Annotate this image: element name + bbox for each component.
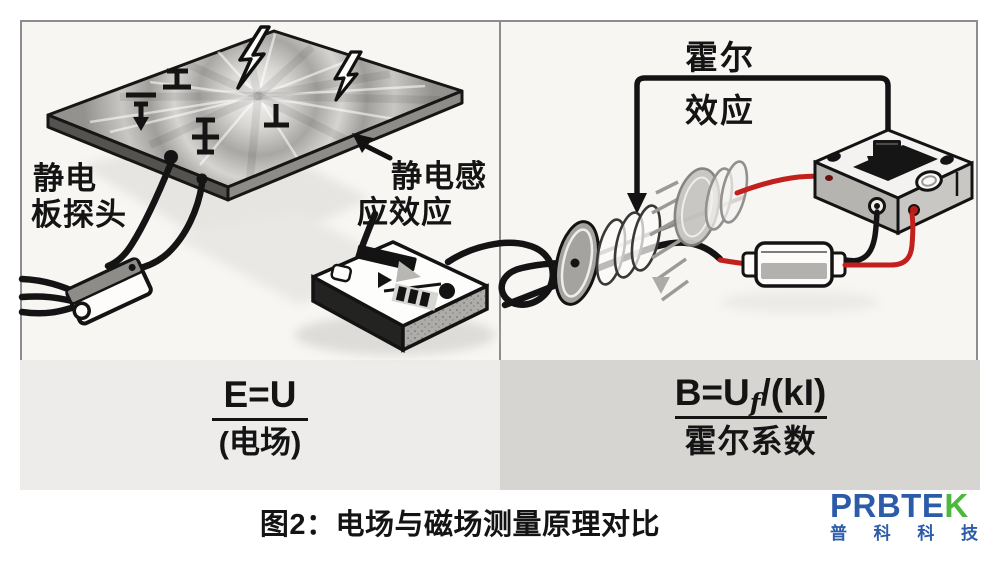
brand-accent-letter: K (944, 487, 969, 524)
figure-caption: 图2：电场与磁场测量原理对比 (259, 509, 661, 541)
hall-label-line1: 霍尔 (685, 39, 755, 76)
magnetic-field-formula: B=Uf/(kI) 霍尔系数 (648, 374, 853, 457)
formula-denominator: 霍尔系数 (684, 423, 817, 459)
brand-logo: PRBTEK 普科科技 (830, 489, 982, 542)
probe-label-line1: 静电 (33, 161, 97, 196)
formula-denominator: (电场) (218, 425, 302, 460)
brand-name: PRBTEK (830, 487, 969, 524)
brand-subtitle: 普科科技 (830, 524, 978, 543)
induction-label-line1: 静电感 (391, 159, 487, 194)
formula-numerator: B=Uf/(kI) (674, 372, 827, 417)
electric-field-formula: E=U (电场) (155, 376, 365, 458)
probe-label-line2: 板探头 (31, 197, 127, 232)
hall-label-line2: 效应 (685, 92, 755, 129)
panel-divider (499, 21, 501, 360)
formula-numerator: E=U (223, 374, 297, 415)
formula-band-left (20, 360, 500, 490)
fraction-bar (674, 416, 827, 419)
formula-band-right (500, 360, 980, 490)
fraction-bar (212, 418, 308, 421)
induction-label-line2: 应效应 (357, 195, 453, 230)
subscript-f: f (749, 388, 761, 417)
